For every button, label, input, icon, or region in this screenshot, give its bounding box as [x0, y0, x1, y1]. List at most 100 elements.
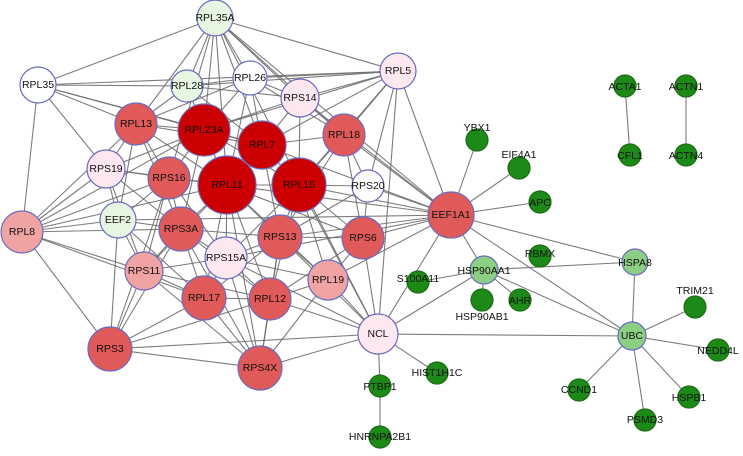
- node-hsp90ab1: HSP90AB1: [455, 288, 509, 323]
- node-circle-rpl11: [197, 155, 257, 215]
- edge-hsp90aa1-hspa8: [483, 261, 636, 271]
- node-circle-rps14: [280, 78, 320, 118]
- node-rpl28: RPL28: [170, 69, 204, 103]
- node-label-hsp90ab1: HSP90AB1: [455, 311, 508, 323]
- node-label-rpl5: RPL5: [385, 65, 411, 77]
- node-label-rpl7: RPL7: [249, 139, 275, 151]
- edge-rpl8-rpl35: [21, 84, 39, 233]
- node-label-hist1h1c: HIST1H1C: [412, 367, 463, 379]
- node-hspa8: HSPA8: [618, 248, 652, 276]
- node-circle-rps15a: [204, 236, 248, 280]
- node-label-hsp90aa1: HSP90AA1: [457, 265, 510, 277]
- node-label-apc: APC: [529, 197, 551, 209]
- node-label-rbmx: RBMX: [525, 248, 555, 260]
- edge-rpl8-rps3a: [21, 228, 182, 233]
- node-circle-rpl7: [237, 120, 287, 170]
- node-circle-s100a11: [406, 270, 430, 294]
- node-label-rpl17: RPL17: [188, 292, 220, 304]
- node-rps3a: RPS3A: [158, 206, 204, 252]
- node-hspb1: HSPB1: [672, 385, 706, 409]
- node-label-actn4: ACTN4: [669, 150, 704, 162]
- node-circle-ccnd1: [567, 378, 591, 402]
- node-s100a11: S100A11: [397, 270, 440, 294]
- edge-eef1a1-ubc: [450, 214, 633, 337]
- node-label-eef1a1: EEF1A1: [431, 209, 470, 221]
- node-circle-eef2: [99, 201, 137, 239]
- node-label-ncl: NCL: [367, 328, 388, 340]
- edge-rpl5-rps20: [367, 70, 399, 187]
- node-circle-rps3: [87, 326, 133, 372]
- node-circle-hspb1: [677, 385, 701, 409]
- node-label-rpl28: RPL28: [171, 80, 203, 92]
- node-label-rpl13: RPL13: [120, 118, 152, 130]
- node-rpl35: RPL35: [19, 66, 57, 104]
- node-circle-ncl: [357, 313, 399, 355]
- edge-rpl5-rpl28: [186, 70, 399, 87]
- node-rps19: RPS19: [86, 149, 126, 189]
- node-label-ptbp1: PTBP1: [363, 381, 396, 393]
- node-circle-rpl28: [170, 69, 204, 103]
- node-label-trim21: TRIM21: [676, 285, 714, 297]
- node-circle-rps11: [124, 251, 164, 291]
- node-label-rps4x: RPS4X: [243, 362, 277, 374]
- node-rbmx: RBMX: [525, 244, 555, 268]
- node-label-rpl35a: RPL35A: [195, 12, 234, 24]
- node-actn1: ACTN1: [669, 74, 703, 98]
- node-circle-rps6: [341, 216, 385, 260]
- node-acta1: ACTA1: [608, 74, 642, 98]
- edge-ncl-rpl15: [298, 184, 379, 335]
- node-label-rps13: RPS13: [263, 231, 296, 243]
- node-label-rps15a: RPS15A: [206, 252, 246, 264]
- node-psmd3: PSMD3: [627, 408, 663, 432]
- node-label-ahr: AHR: [509, 295, 532, 307]
- node-rps16: RPS16: [147, 156, 191, 200]
- edge-rpl35-rpl28: [37, 84, 188, 87]
- node-label-rpl8: RPL8: [9, 226, 35, 238]
- edge-rpl8-rps16: [21, 177, 170, 233]
- node-label-hnrnpa2b1: HNRNPA2B1: [349, 431, 411, 443]
- node-label-rps16: RPS16: [152, 172, 185, 184]
- node-rpl15: RPL15: [271, 157, 327, 213]
- node-label-rpl19: RPL19: [312, 274, 344, 286]
- node-ptbp1: PTBP1: [363, 374, 397, 398]
- node-rps4x: RPS4X: [237, 345, 283, 391]
- node-ncl: NCL: [357, 313, 399, 355]
- node-rps20: RPS20: [351, 169, 385, 203]
- node-circle-rps16: [147, 156, 191, 200]
- node-label-rps6: RPS6: [349, 232, 377, 244]
- node-label-hspa8: HSPA8: [618, 257, 652, 269]
- node-rpl12: RPL12: [248, 277, 292, 321]
- node-label-rps20: RPS20: [351, 180, 384, 192]
- node-rpl26: RPL26: [232, 60, 268, 96]
- node-label-s100a11: S100A11: [397, 273, 440, 285]
- node-circle-cfl1: [618, 143, 642, 167]
- node-circle-ptbp1: [368, 374, 392, 398]
- edge-eef1a1-hspa8: [450, 214, 636, 263]
- node-rpl23a: RPL23A: [177, 103, 231, 157]
- node-circle-hist1h1c: [425, 361, 449, 385]
- node-circle-rpl19: [307, 259, 349, 301]
- node-ubc: UBC: [617, 321, 647, 351]
- edge-rpl35-rpl35a: [37, 17, 216, 86]
- node-circle-eif4a1: [507, 156, 531, 180]
- node-apc: APC: [528, 190, 552, 214]
- node-circle-rps13: [257, 214, 303, 260]
- node-circle-nedd4l: [706, 338, 730, 362]
- edge-ncl-rps15a: [225, 257, 379, 335]
- node-rpl13: RPL13: [114, 102, 158, 146]
- edge-rpl5-rpl7: [261, 70, 399, 146]
- node-circle-hnrnpa2b1: [368, 425, 392, 449]
- node-label-rps14: RPS14: [283, 92, 316, 104]
- node-circle-eef1a1: [427, 191, 475, 239]
- node-circle-actn4: [674, 143, 698, 167]
- node-circle-rpl8: [0, 210, 44, 254]
- node-rpl18: RPL18: [322, 113, 366, 157]
- node-label-rps11: RPS11: [128, 265, 161, 277]
- node-rps15a: RPS15A: [204, 236, 248, 280]
- node-label-ubc: UBC: [621, 330, 644, 342]
- edge-hsp90aa1-ubc: [483, 269, 633, 337]
- edge-eef1a1-rpl5: [397, 70, 452, 216]
- edge-ncl-rps3: [109, 333, 379, 350]
